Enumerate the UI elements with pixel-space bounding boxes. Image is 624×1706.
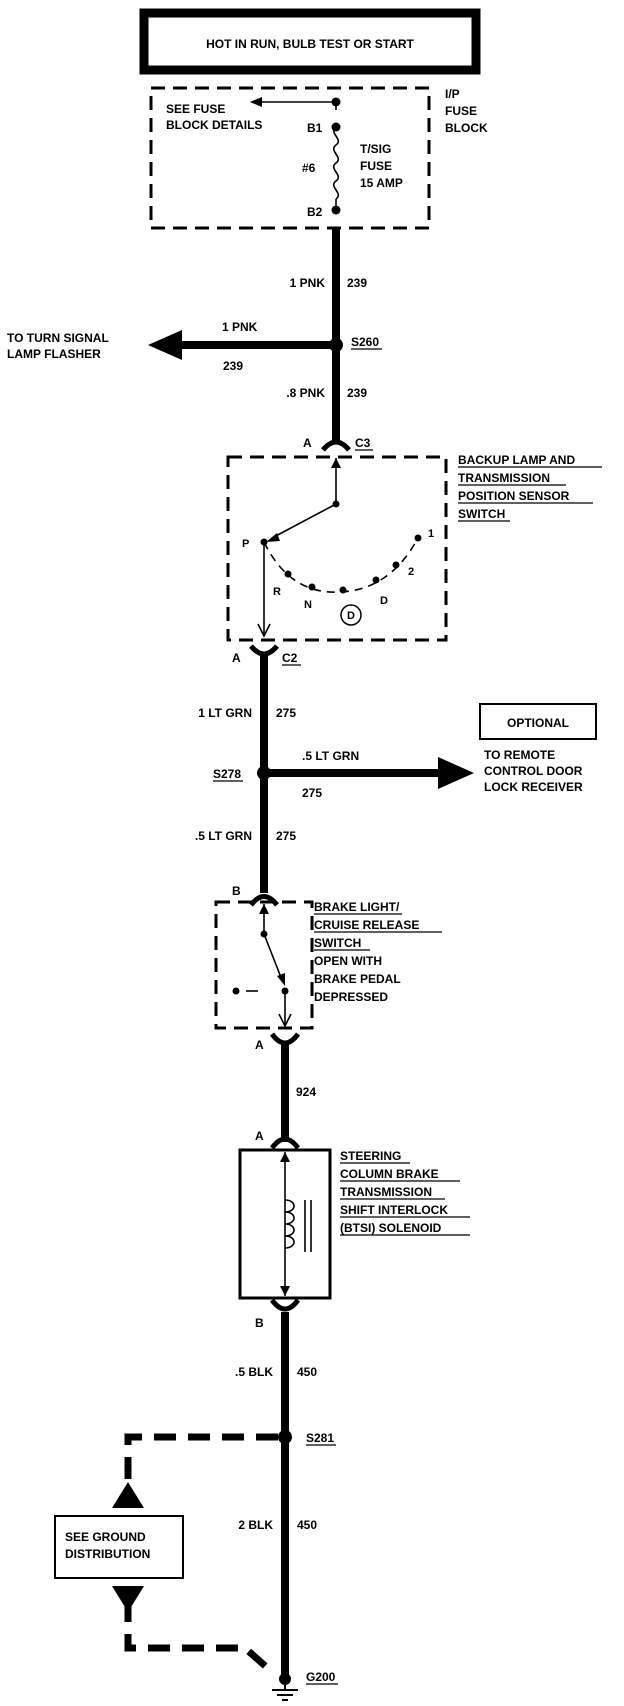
wire1-gauge: 1 PNK <box>290 276 326 290</box>
pos-2: 2 <box>408 566 414 578</box>
wire7-gauge: 2 BLK <box>238 1518 273 1532</box>
fuse-block-name2: FUSE <box>445 104 477 118</box>
see-fuse-line2: BLOCK DETAILS <box>166 118 262 132</box>
backup-switch-name3: POSITION SENSOR <box>458 489 570 503</box>
fuse-pin-b1: B1 <box>307 121 323 135</box>
brake-light-switch: B A BRAKE LIGHT/ CRUISE RELEASE SWITCH O… <box>214 884 442 1052</box>
coil-icon <box>284 1199 295 1249</box>
brake-switch-note2: BRAKE PEDAL <box>314 972 401 986</box>
s278-dest-line2: CONTROL DOOR <box>484 764 583 778</box>
s278-label: S278 <box>213 767 241 781</box>
wire2-gauge: .8 PNK <box>286 386 325 400</box>
brake-switch-name2: CRUISE RELEASE <box>314 918 419 932</box>
pos-n: N <box>304 599 312 611</box>
brake-switch-note1: OPEN WITH <box>314 954 382 968</box>
fuse-line1: T/SIG <box>360 142 391 156</box>
splice-s260: S260 1 PNK 239 TO TURN SIGNAL LAMP FLASH… <box>7 320 382 373</box>
wire4-circuit: 275 <box>276 829 296 843</box>
brake-switch-name1: BRAKE LIGHT/ <box>314 900 400 914</box>
ground-g200: G200 <box>272 1670 338 1701</box>
arrow-up-icon <box>112 1482 144 1508</box>
splice-s278: S278 .5 LT GRN 275 OPTIONAL TO REMOTE CO… <box>213 703 597 800</box>
s260-dest-line2: LAMP FLASHER <box>7 347 101 361</box>
wire6-circuit: 450 <box>297 1365 317 1379</box>
fuse-block-name1: I/P <box>445 87 460 101</box>
s278-branch-gauge: .5 LT GRN <box>302 749 359 763</box>
header-text: HOT IN RUN, BULB TEST OR START <box>206 37 414 51</box>
backup-switch-name4: SWITCH <box>458 507 505 521</box>
fuse-block-name3: BLOCK <box>445 121 488 135</box>
wire4-gauge: .5 LT GRN <box>195 829 252 843</box>
wire7-circuit: 450 <box>297 1518 317 1532</box>
solenoid-name5: (BTSI) SOLENOID <box>340 1221 442 1235</box>
backup-switch-name1: BACKUP LAMP AND <box>458 453 575 467</box>
header-box: HOT IN RUN, BULB TEST OR START <box>139 8 481 75</box>
solenoid-pin-b: B <box>255 1316 264 1330</box>
c2-pin: A <box>232 651 241 665</box>
s260-label: S260 <box>351 335 379 349</box>
optional-label: OPTIONAL <box>507 716 569 730</box>
wire3-gauge: 1 LT GRN <box>198 706 252 720</box>
s278-dest-line3: LOCK RECEIVER <box>484 780 583 794</box>
solenoid-name3: TRANSMISSION <box>340 1185 432 1199</box>
fuse-line2: FUSE <box>360 159 392 173</box>
c2-label: C2 <box>282 651 298 665</box>
pos-1: 1 <box>428 528 434 540</box>
arrow-down-icon <box>112 1586 144 1612</box>
pos-d: D <box>380 595 388 607</box>
brake-switch-name3: SWITCH <box>314 936 361 950</box>
arrow-left-icon <box>148 330 182 360</box>
fuse-block: SEE FUSE BLOCK DETAILS B1 #6 T/SIG FUSE … <box>149 86 488 230</box>
ground-ref-line2: DISTRIBUTION <box>65 1547 150 1561</box>
wire5-circuit: 924 <box>296 1085 316 1099</box>
splice-s281: S281 <box>112 1430 336 1508</box>
wire2-circuit: 239 <box>347 386 367 400</box>
pos-p: P <box>242 538 249 550</box>
see-fuse-line1: SEE FUSE <box>166 102 225 116</box>
fuse-number: #6 <box>302 161 316 175</box>
s260-branch-gauge: 1 PNK <box>222 320 258 334</box>
arrow-right-icon <box>438 757 474 789</box>
fuse-line3: 15 AMP <box>360 176 403 190</box>
backup-switch-name2: TRANSMISSION <box>458 471 550 485</box>
brake-switch-note3: DEPRESSED <box>314 990 388 1004</box>
brake-switch-pin-b: B <box>232 884 241 898</box>
fuse-icon <box>332 126 340 200</box>
wire6-gauge: .5 BLK <box>235 1365 273 1379</box>
pos-r: R <box>273 586 281 598</box>
solenoid-pin-a: A <box>255 1129 264 1143</box>
btsi-solenoid: A B STEERING COLUMN BRAKE TRANSMISSION S… <box>238 1129 470 1330</box>
g200-label: G200 <box>306 1670 336 1684</box>
wire1-circuit: 239 <box>347 276 367 290</box>
c3-label: C3 <box>355 436 371 450</box>
solenoid-name1: STEERING <box>340 1149 401 1163</box>
s278-branch-circuit: 275 <box>302 786 322 800</box>
wire3-circuit: 275 <box>276 706 296 720</box>
ground-distribution-ref: SEE GROUND DISTRIBUTION <box>54 1515 275 1675</box>
drive-symbol: D <box>347 610 355 622</box>
backup-lamp-switch: P R N D 2 1 D BACKUP LAMP AND TRANSMISSI… <box>226 453 602 642</box>
c3-pin: A <box>303 436 312 450</box>
s278-dest-line1: TO REMOTE <box>484 748 555 762</box>
brake-switch-pin-a: A <box>255 1038 264 1052</box>
s281-label: S281 <box>306 1431 334 1445</box>
solenoid-name2: COLUMN BRAKE <box>340 1167 439 1181</box>
solenoid-name4: SHIFT INTERLOCK <box>340 1203 448 1217</box>
fuse-pin-b2: B2 <box>307 205 323 219</box>
connector-c2: A C2 <box>232 644 301 666</box>
ground-ref-line1: SEE GROUND <box>65 1530 146 1544</box>
optional-box <box>479 703 597 740</box>
connector-c3: A C3 <box>303 436 373 452</box>
s260-branch-circuit: 239 <box>223 359 243 373</box>
s260-dest-line1: TO TURN SIGNAL <box>7 331 109 345</box>
drive-symbol-icon <box>340 604 362 626</box>
